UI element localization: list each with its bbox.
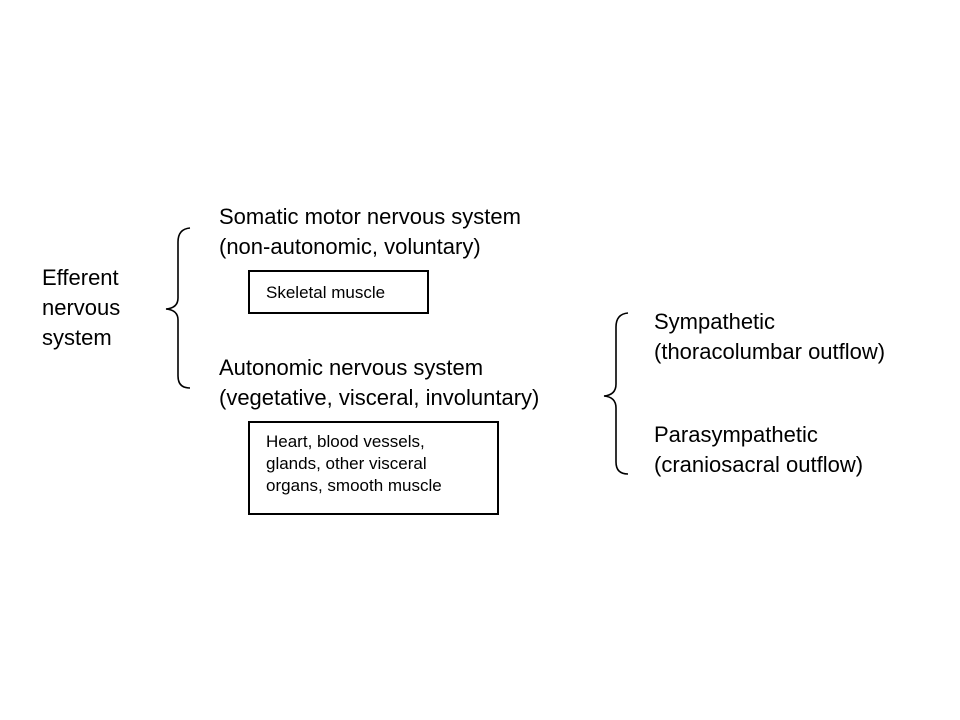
efferent-label-line-2: nervous	[42, 295, 121, 320]
somatic-subtitle: (non-autonomic, voluntary)	[219, 234, 481, 259]
parasympathetic-branch-label: Parasympathetic (craniosacral outflow)	[654, 420, 863, 480]
autonomic-branch-label: Autonomic nervous system (vegetative, vi…	[219, 353, 539, 413]
sympathetic-subtitle: (thoracolumbar outflow)	[654, 339, 886, 364]
visceral-targets-line-1: Heart, blood vessels,	[266, 432, 425, 451]
somatic-title: Somatic motor nervous system	[219, 204, 521, 229]
sympathetic-title: Sympathetic	[654, 309, 776, 334]
autonomic-subtitle: (vegetative, visceral, involuntary)	[219, 385, 540, 410]
visceral-targets-line-2: glands, other visceral	[266, 454, 427, 473]
parasympathetic-title: Parasympathetic	[654, 422, 818, 447]
autonomic-title: Autonomic nervous system	[219, 355, 484, 380]
visceral-targets-line-3: organs, smooth muscle	[266, 476, 442, 495]
visceral-targets-box: Heart, blood vessels, glands, other visc…	[248, 421, 499, 515]
sympathetic-branch-label: Sympathetic (thoracolumbar outflow)	[654, 307, 885, 367]
skeletal-muscle-text: Skeletal muscle	[266, 283, 386, 302]
somatic-branch-label: Somatic motor nervous system (non-autono…	[219, 202, 521, 262]
autonomic-brace	[603, 312, 629, 475]
efferent-label-line-1: Efferent	[42, 265, 119, 290]
efferent-nervous-system-label: Efferent nervous system	[42, 263, 120, 353]
efferent-label-line-3: system	[42, 325, 112, 350]
parasympathetic-subtitle: (craniosacral outflow)	[654, 452, 864, 477]
skeletal-muscle-box: Skeletal muscle	[248, 270, 429, 314]
efferent-brace	[165, 227, 191, 389]
